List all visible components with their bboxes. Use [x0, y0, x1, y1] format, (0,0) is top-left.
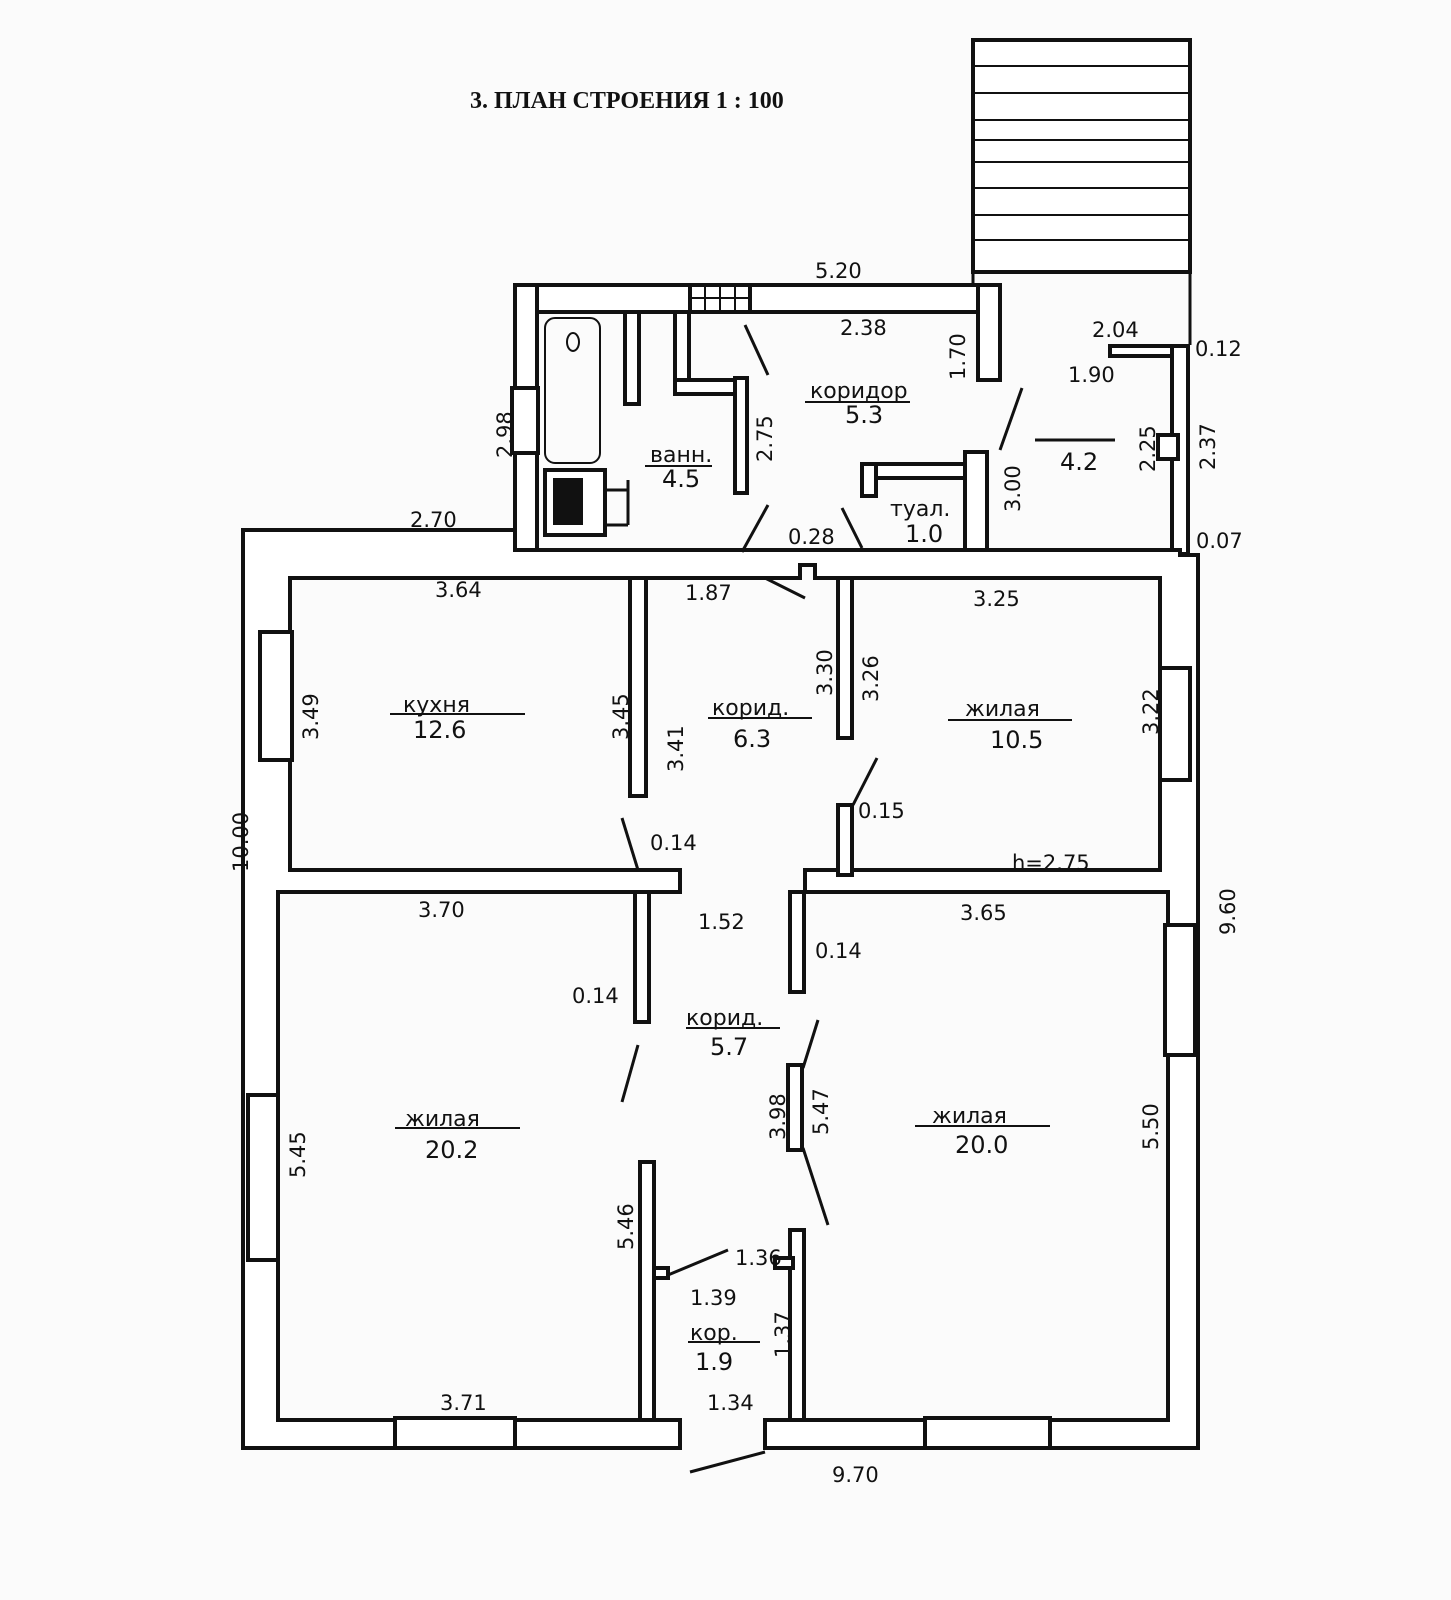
dimension: 3.30 [813, 649, 837, 696]
dimension: 9.60 [1216, 888, 1240, 935]
room-area: 20.2 [425, 1136, 478, 1164]
room-area: 1.9 [695, 1348, 733, 1376]
room-labels: коридор 5.3 ванн. 4.5 туал. 1.0 4.2 кухн… [390, 379, 1098, 1376]
dimension: 2.38 [840, 316, 887, 340]
dimension: 2.75 [753, 415, 777, 462]
dimension: 2.98 [493, 411, 517, 458]
bathtub-icon [544, 317, 601, 464]
plan-title: 3. ПЛАН СТРОЕНИЯ 1 : 100 [470, 88, 784, 114]
window [393, 1416, 517, 1450]
room-name: жилая [965, 697, 1040, 722]
dimension: 3.70 [418, 898, 465, 922]
dimension: 3.00 [1001, 465, 1025, 512]
dimension: 2.04 [1092, 318, 1139, 342]
dimension: 2.25 [1136, 425, 1160, 472]
dimension: 3.25 [973, 587, 1020, 611]
dimension: 5.20 [815, 259, 862, 283]
room-name: корид. [686, 1006, 763, 1031]
room-area: 4.5 [662, 465, 700, 493]
dimension: 3.26 [859, 655, 883, 702]
dimension: 0.07 [1196, 529, 1243, 553]
window [923, 1416, 1052, 1450]
dimension: 2.70 [410, 508, 457, 532]
dimension: 2.37 [1196, 423, 1220, 470]
dimension: 0.15 [858, 799, 905, 823]
dimension: 1.34 [707, 1391, 754, 1415]
door-swings [620, 324, 1024, 1474]
interior-walls [628, 576, 854, 1422]
dimension: 3.41 [664, 725, 688, 772]
room-area: 4.2 [1060, 448, 1098, 476]
dimension: h=2.75 [1012, 851, 1090, 875]
window [1158, 666, 1192, 782]
dimension: 1.39 [690, 1286, 737, 1310]
dimension: 3.65 [960, 901, 1007, 925]
room-name: жилая [932, 1104, 1007, 1129]
window [1163, 923, 1197, 1057]
room-area: 5.3 [845, 401, 883, 429]
room-area: 20.0 [955, 1131, 1008, 1159]
room-name: коридор [810, 379, 908, 404]
dimension: 0.28 [788, 525, 835, 549]
dimension: 5.46 [614, 1203, 638, 1250]
window [258, 630, 294, 762]
dimension: 3.98 [766, 1093, 790, 1140]
dimension: 3.64 [435, 578, 482, 602]
window [510, 386, 540, 455]
room-area: 6.3 [733, 725, 771, 753]
window [246, 1093, 280, 1262]
dimension: 0.12 [1195, 337, 1242, 361]
dimension: 1.36 [735, 1246, 782, 1270]
dimension: 3.45 [609, 693, 633, 740]
room-name: корид. [712, 696, 789, 721]
dimension: 1.52 [698, 910, 745, 934]
dimension: 1.70 [946, 333, 970, 380]
boiler-icon [543, 468, 630, 537]
dimension: 1.90 [1068, 363, 1115, 387]
room-area: 10.5 [990, 726, 1043, 754]
room-area: 12.6 [413, 716, 466, 744]
dimension: 3.71 [440, 1391, 487, 1415]
room-name: туал. [890, 497, 950, 522]
dimension: 5.50 [1139, 1103, 1163, 1150]
dimension-labels: 5.20 2.38 1.70 2.98 2.75 2.04 0.12 1.90 … [229, 259, 1243, 1487]
dimension: 1.87 [685, 581, 732, 605]
dimension: 0.14 [650, 831, 697, 855]
dimension: 5.45 [286, 1131, 310, 1178]
room-area: 1.0 [905, 520, 943, 548]
dimension: 1.37 [771, 1311, 795, 1358]
dimension: 5.47 [809, 1088, 833, 1135]
outer-walls [241, 528, 1200, 1450]
dimension: 3.22 [1139, 688, 1163, 735]
dimension: 9.70 [832, 1463, 879, 1487]
dimension: 10.00 [229, 812, 253, 872]
dimension: 0.14 [572, 984, 619, 1008]
dimension: 3.49 [299, 693, 323, 740]
dimension: 0.14 [815, 939, 862, 963]
porch-stairs [971, 38, 1192, 345]
room-name: ванн. [650, 443, 712, 468]
annex-walls [510, 283, 1190, 556]
room-area: 5.7 [710, 1033, 748, 1061]
